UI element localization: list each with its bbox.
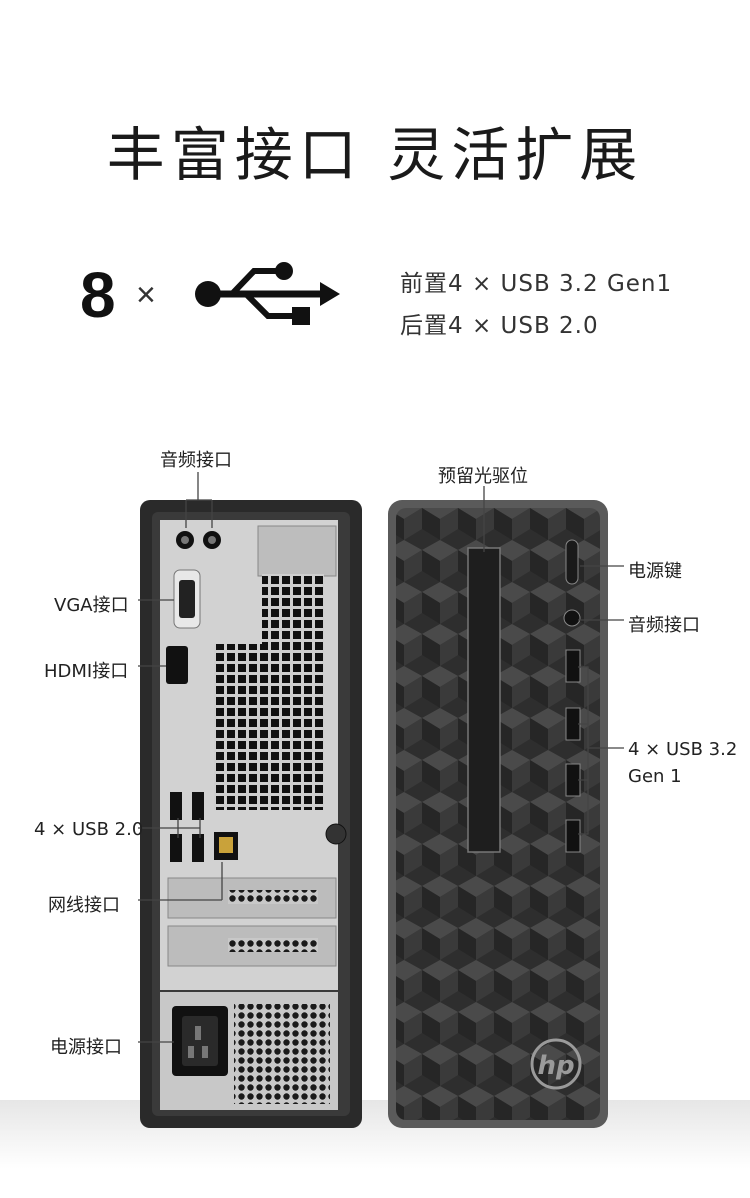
- label-front-usb-line2: Gen 1: [628, 766, 682, 787]
- svg-text:hp: hp: [537, 1051, 574, 1081]
- label-optical-bay: 预留光驱位: [438, 466, 528, 487]
- label-hdmi: HDMI接口: [44, 661, 129, 682]
- hp-logo: hp: [530, 1038, 582, 1090]
- label-power-button: 电源键: [628, 561, 682, 582]
- front-usb-spec: 前置4 × USB 3.2 Gen1: [400, 271, 673, 297]
- multiply-sign: ×: [136, 276, 156, 314]
- label-front-usb-line1: 4 × USB 3.2: [628, 739, 738, 760]
- pc-rear-view: [140, 500, 362, 1128]
- pc-front-view: hp: [388, 500, 608, 1128]
- rear-usb-spec: 后置4 × USB 2.0: [400, 313, 599, 339]
- label-rear-usb: 4 × USB 2.0: [34, 819, 144, 840]
- usb-icon: [195, 262, 340, 325]
- label-front-audio: 音频接口: [628, 615, 700, 636]
- label-vga: VGA接口: [54, 595, 129, 616]
- label-power-socket: 电源接口: [50, 1037, 122, 1058]
- page-title: 丰富接口 灵活扩展: [106, 121, 644, 189]
- floor-shadow: [0, 1100, 750, 1198]
- label-lan: 网线接口: [48, 895, 120, 916]
- usb-port-count: 8: [80, 259, 116, 331]
- label-rear-audio: 音频接口: [160, 450, 232, 471]
